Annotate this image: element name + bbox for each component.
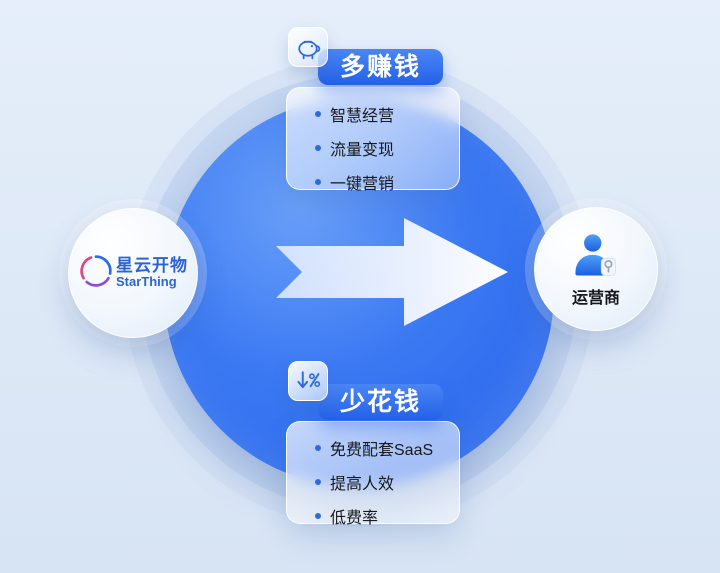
list-item-label: 一键营销 <box>330 176 395 193</box>
save-money-title: 少花钱 <box>318 384 444 420</box>
list-item: 提高人效 <box>315 470 449 494</box>
discount-down-icon <box>288 361 328 401</box>
list-item-label: 低费率 <box>330 510 379 527</box>
bullet-dot <box>315 145 321 151</box>
save-money-card: 免费配套SaaS 提高人效 低费率 <box>286 421 460 527</box>
brand-name-en: StarThing <box>116 274 177 290</box>
bullet-dot <box>315 179 321 185</box>
brand-node: 星云开物 StarThing <box>68 208 198 338</box>
operator-node: 运营商 <box>534 207 658 331</box>
list-item-label: 流量变现 <box>330 142 395 159</box>
flow-arrow-icon <box>276 218 508 326</box>
bullet-dot <box>315 513 321 519</box>
list-item: 智慧经营 <box>315 102 449 126</box>
list-item-label: 提高人效 <box>330 476 395 493</box>
brand-name-cn: 星云开物 <box>116 255 188 275</box>
list-item-label: 免费配套SaaS <box>330 442 434 459</box>
bullet-dot <box>315 111 321 117</box>
list-item: 一键营销 <box>315 170 449 194</box>
brand-text: 星云开物 StarThing <box>116 256 188 290</box>
starthing-swirl-logo-icon <box>78 253 114 294</box>
earn-more-list: 智慧经营 流量变现 一键营销 <box>287 88 459 194</box>
save-money-list: 免费配套SaaS 提高人效 低费率 <box>287 422 459 528</box>
earn-more-title: 多赚钱 <box>318 49 444 85</box>
piggy-bank-icon <box>288 27 328 67</box>
earn-more-card: 智慧经营 流量变现 一键营销 <box>286 87 460 193</box>
bullet-dot <box>315 479 321 485</box>
list-item: 免费配套SaaS <box>315 436 449 460</box>
list-item-label: 智慧经营 <box>330 108 395 125</box>
operator-label: 运营商 <box>571 290 620 307</box>
list-item: 流量变现 <box>315 136 449 160</box>
bullet-dot <box>315 445 321 451</box>
list-item: 低费率 <box>315 504 449 528</box>
operator-person-icon <box>570 230 622 282</box>
